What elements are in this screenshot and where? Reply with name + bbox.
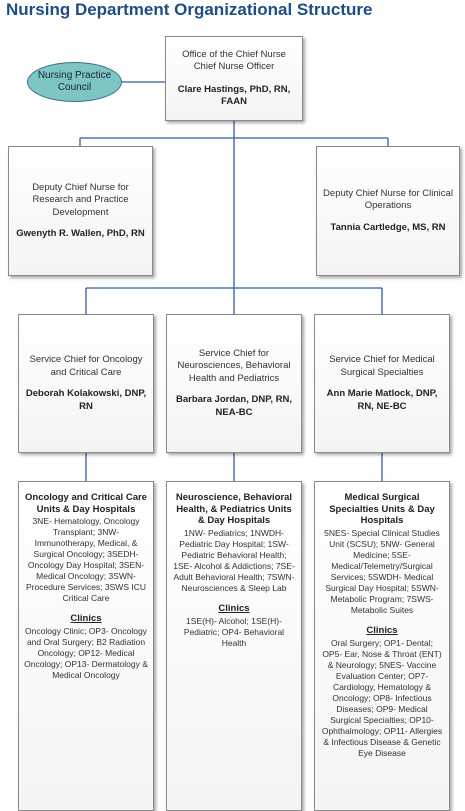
page-title: Nursing Department Organizational Struct… [6,0,373,19]
clinics-oncology-list: Oncology Clinic; OP3- Oncology and Oral … [24,626,148,680]
chief-position: Office of the Chief Nurse Chief Nurse Of… [182,48,286,73]
clinics-oncology-heading: Clinics [70,613,102,624]
service-chief-neuro-name: Barbara Jordan, DNP, RN, NEA-BC [176,394,292,418]
service-chief-neuro-box: Service Chief for Neurosciences, Behavio… [166,314,302,453]
clinics-neuro-heading: Clinics [218,602,250,614]
deputy-clinical-position: Deputy Chief Nurse for Clinical Operatio… [323,187,453,212]
units-medsurg-heading: Medical Surgical Specialties Units & Day… [329,492,435,526]
units-medsurg-list: 5NES- Special Clinical Studies Unit (SCS… [324,527,440,615]
service-chief-oncology-position: Service Chief for Oncology and Critical … [29,354,143,378]
clinics-medsurg-list: Oral Surgery; OP1- Dental; OP5- Ear, Nos… [321,637,443,758]
units-medsurg-box: Medical Surgical Specialties Units & Day… [314,481,450,811]
units-oncology-box: Oncology and Critical Care Units & Day H… [18,481,154,811]
chief-nurse-box: Office of the Chief Nurse Chief Nurse Of… [165,36,303,121]
service-chief-oncology-box: Service Chief for Oncology and Critical … [18,314,154,453]
chief-name: Clare Hastings, PhD, RN, FAAN [177,83,291,108]
clinics-neuro-list: 1SE(H)- Alcohol; 1SE(H)- Pediatric; OP4-… [183,615,285,648]
service-chief-oncology-name: Deborah Kolakowski, DNP, RN [25,388,147,412]
deputy-research-name: Gwenyth R. Wallen, PhD, RN [16,228,145,239]
deputy-research-box: Deputy Chief Nurse for Research and Prac… [8,146,153,276]
units-neuro-heading: Neuroscience, Behavioral Health, & Pedia… [175,492,293,526]
units-oncology-heading: Oncology and Critical Care Units & Day H… [25,492,147,515]
deputy-clinical-box: Deputy Chief Nurse for Clinical Operatio… [316,146,460,276]
service-chief-medsurg-box: Service Chief for Medical Surgical Speci… [314,314,450,453]
service-chief-medsurg-position: Service Chief for Medical Surgical Speci… [329,354,435,378]
council-label: Nursing Practice Council [37,69,112,94]
units-neuro-box: Neuroscience, Behavioral Health, & Pedia… [166,481,302,811]
deputy-research-position: Deputy Chief Nurse for Research and Prac… [32,181,129,218]
units-oncology-list: 3NE- Hematology, Oncology Transplant; 3N… [26,516,146,603]
clinics-medsurg-heading: Clinics [366,624,398,636]
nursing-practice-council: Nursing Practice Council [27,62,122,102]
deputy-clinical-name: Tannia Cartledge, MS, RN [330,221,446,233]
service-chief-neuro-position: Service Chief for Neurosciences, Behavio… [177,347,291,384]
service-chief-medsurg-name: Ann Marie Matlock, DNP, RN, NE-BC [326,388,438,412]
units-neuro-list: 1NW- Pediatrics; 1NWDH- Pediatric Day Ho… [173,527,295,593]
